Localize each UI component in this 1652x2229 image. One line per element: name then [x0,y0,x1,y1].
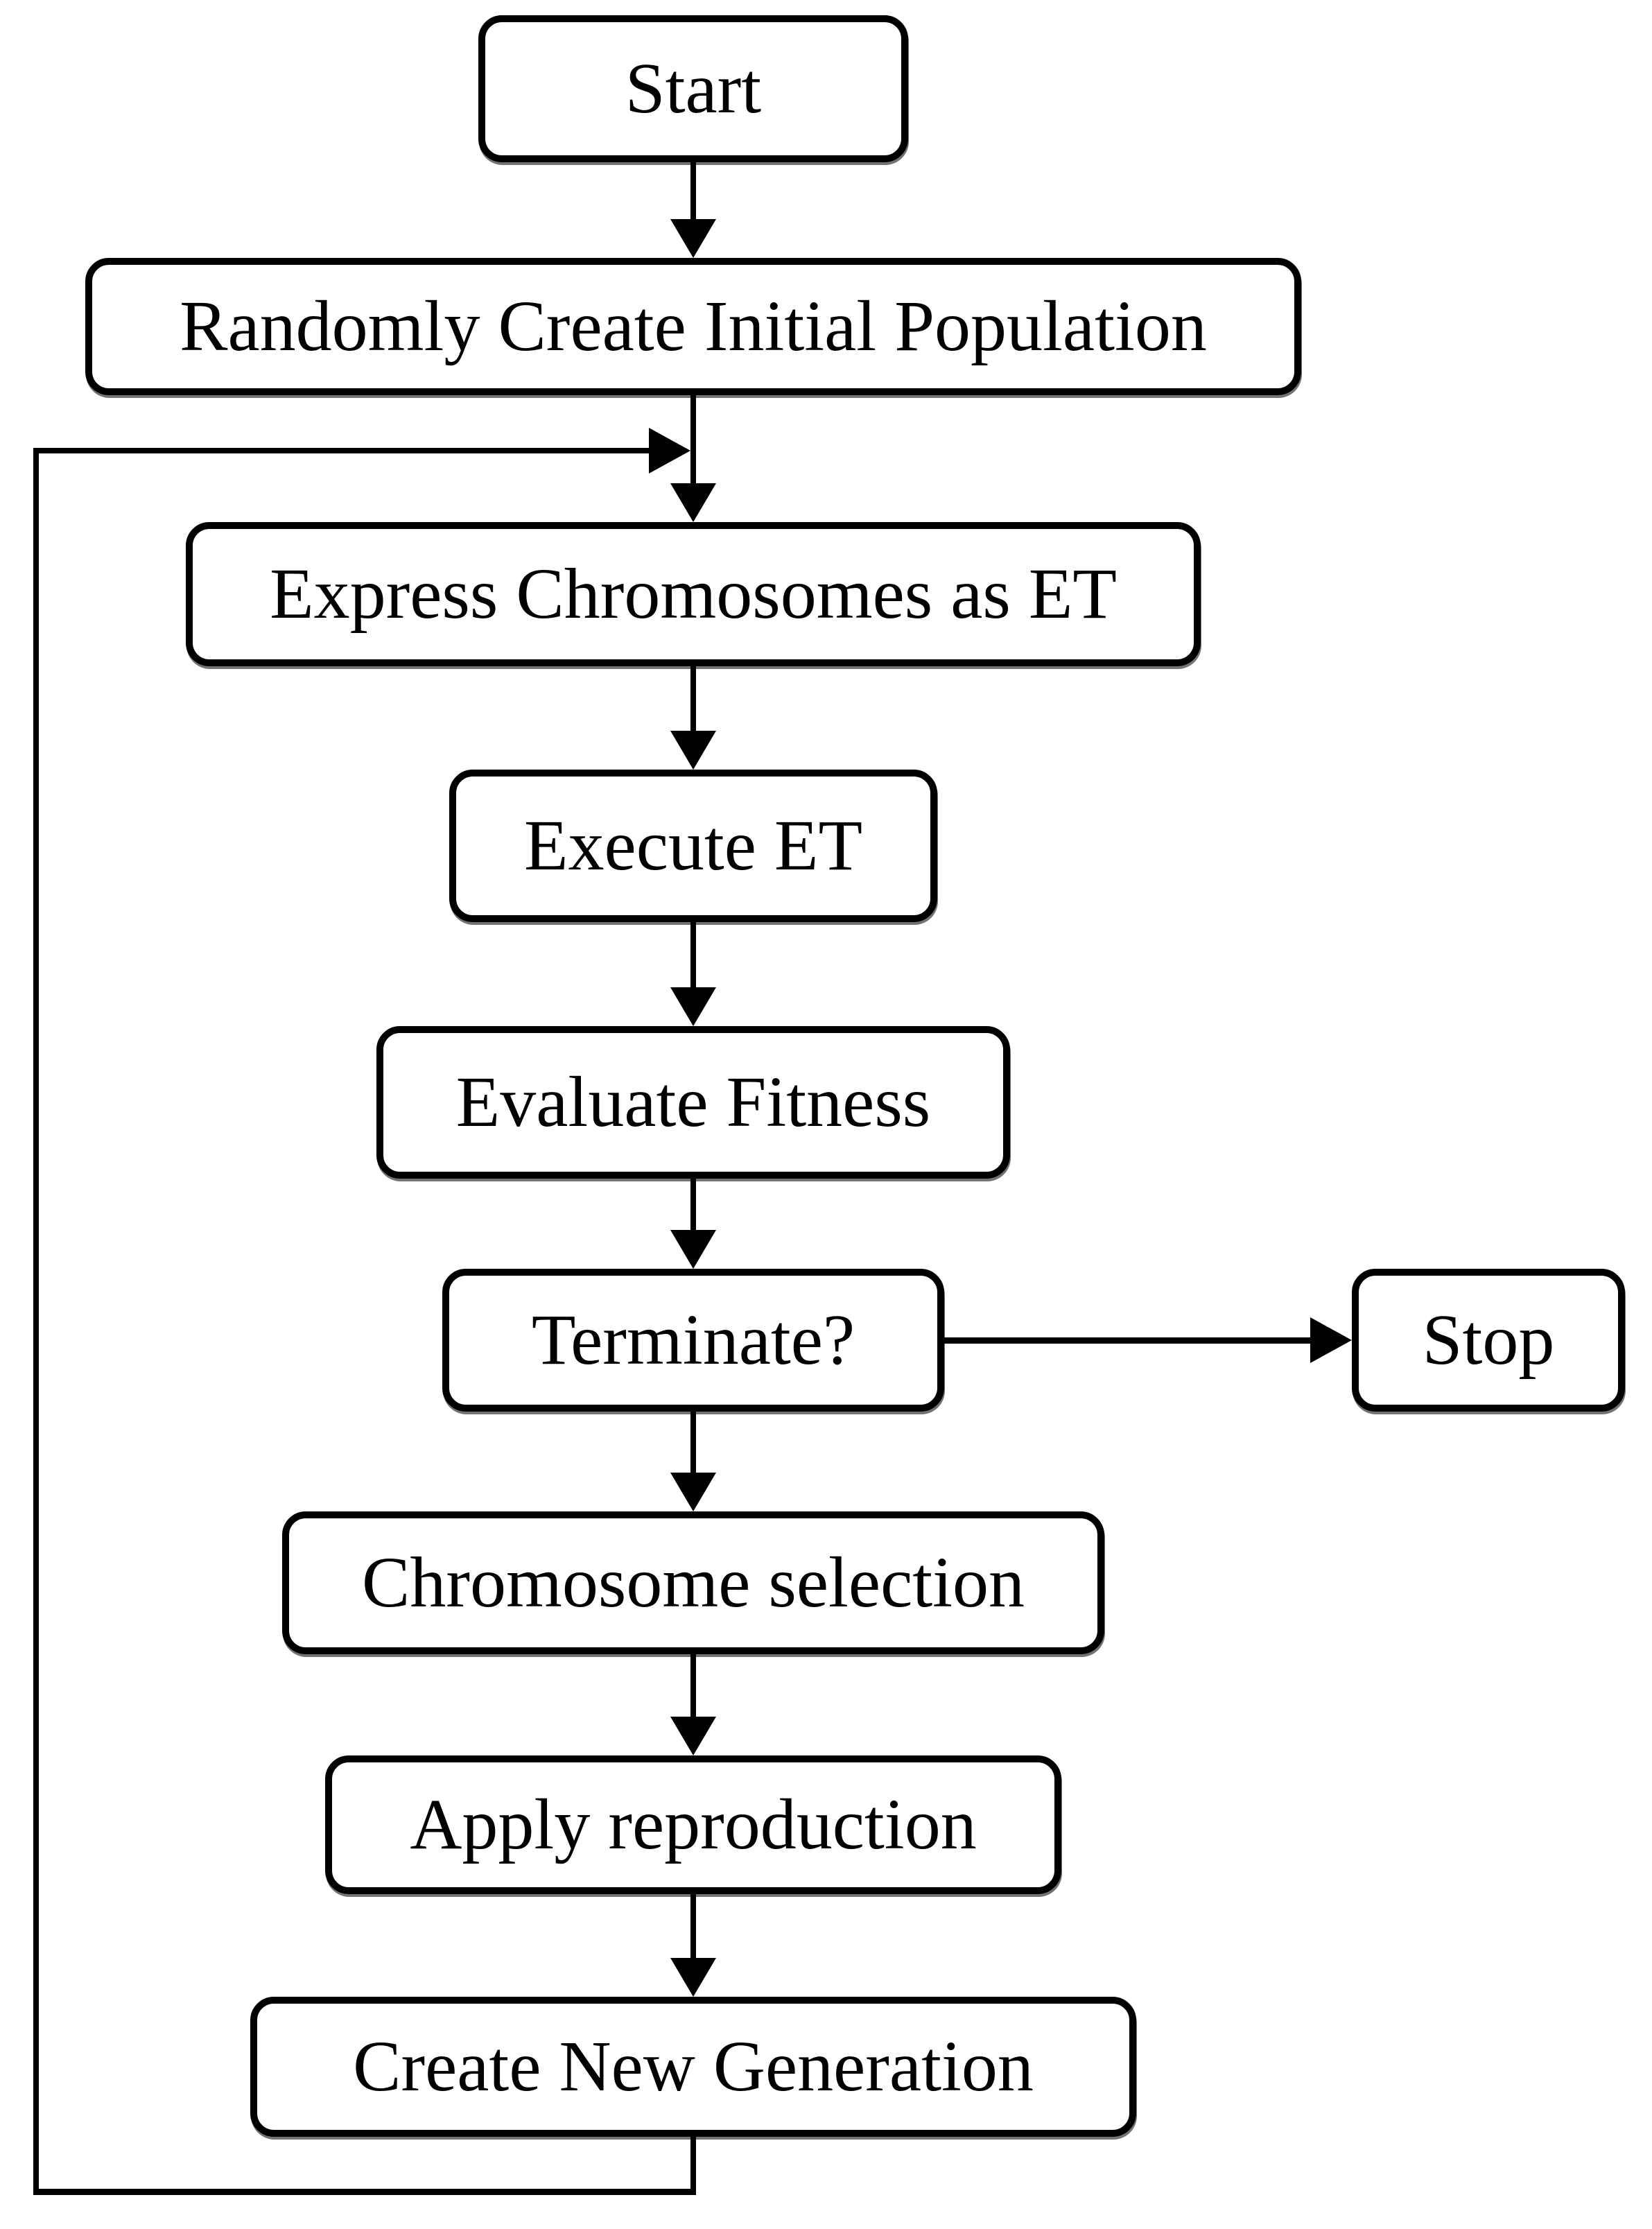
flow-node-create-new-generation: Create New Generation [250,1997,1136,2137]
edge-express-to-execute-line [690,664,696,734]
edge-start-to-randomly-line [690,159,696,225]
flow-node-chromosome-selection-label: Chromosome selection [361,1543,1025,1622]
edge-start-to-randomly-arrowhead-icon [670,219,716,258]
edge-apply-to-create-line [690,1891,696,1962]
flow-node-apply-reproduction: Apply reproduction [325,1755,1061,1894]
edge-apply-to-create-arrowhead-icon [670,1958,716,1997]
flow-node-execute-et: Execute ET [449,770,937,922]
flow-node-start: Start [478,15,908,162]
edge-express-to-execute-arrowhead-icon [670,731,716,770]
edge-terminate-to-chromosome-arrowhead-icon [670,1473,716,1511]
edge-execute-to-evaluate-line [690,919,696,991]
flow-node-apply-reproduction-label: Apply reproduction [410,1785,977,1864]
flow-node-randomly-create-initial-population-label: Randomly Create Initial Population [180,286,1207,366]
flow-node-chromosome-selection: Chromosome selection [282,1511,1104,1654]
edge-loop-top-segment [33,448,650,453]
edge-randomly-to-express-line [690,392,696,487]
edge-loop-arrowhead-icon [649,428,690,474]
edge-evaluate-to-terminate-arrowhead-icon [670,1230,716,1269]
edge-loop-left-segment [33,448,39,2195]
edge-terminate-to-stop-arrowhead-icon [1310,1317,1352,1363]
flow-node-start-label: Start [625,49,762,128]
edge-chromosome-to-apply-arrowhead-icon [670,1717,716,1755]
edge-randomly-to-express-arrowhead-icon [670,483,716,522]
flow-node-terminate-label: Terminate? [531,1300,855,1380]
edge-evaluate-to-terminate-line [690,1176,696,1233]
flow-node-express-chromosomes-as-et: Express Chromosomes as ET [186,522,1201,666]
edge-loop-bottom-segment [33,2189,696,2195]
flow-node-create-new-generation-label: Create New Generation [353,2027,1034,2106]
edge-terminate-to-chromosome-line [690,1409,696,1477]
flow-node-express-chromosomes-as-et-label: Express Chromosomes as ET [270,554,1117,634]
edge-execute-to-evaluate-arrowhead-icon [670,987,716,1026]
edge-chromosome-to-apply-line [690,1651,696,1721]
flow-node-stop-label: Stop [1422,1300,1555,1380]
edge-terminate-to-stop-line [944,1337,1312,1344]
flow-node-evaluate-fitness-label: Evaluate Fitness [455,1062,931,1142]
flow-node-stop: Stop [1352,1269,1625,1412]
flow-node-execute-et-label: Execute ET [524,806,862,885]
edge-loop-down-segment [690,2135,696,2194]
flow-node-randomly-create-initial-population: Randomly Create Initial Population [85,258,1301,395]
flow-node-evaluate-fitness: Evaluate Fitness [376,1026,1010,1179]
flow-node-terminate: Terminate? [442,1269,944,1412]
